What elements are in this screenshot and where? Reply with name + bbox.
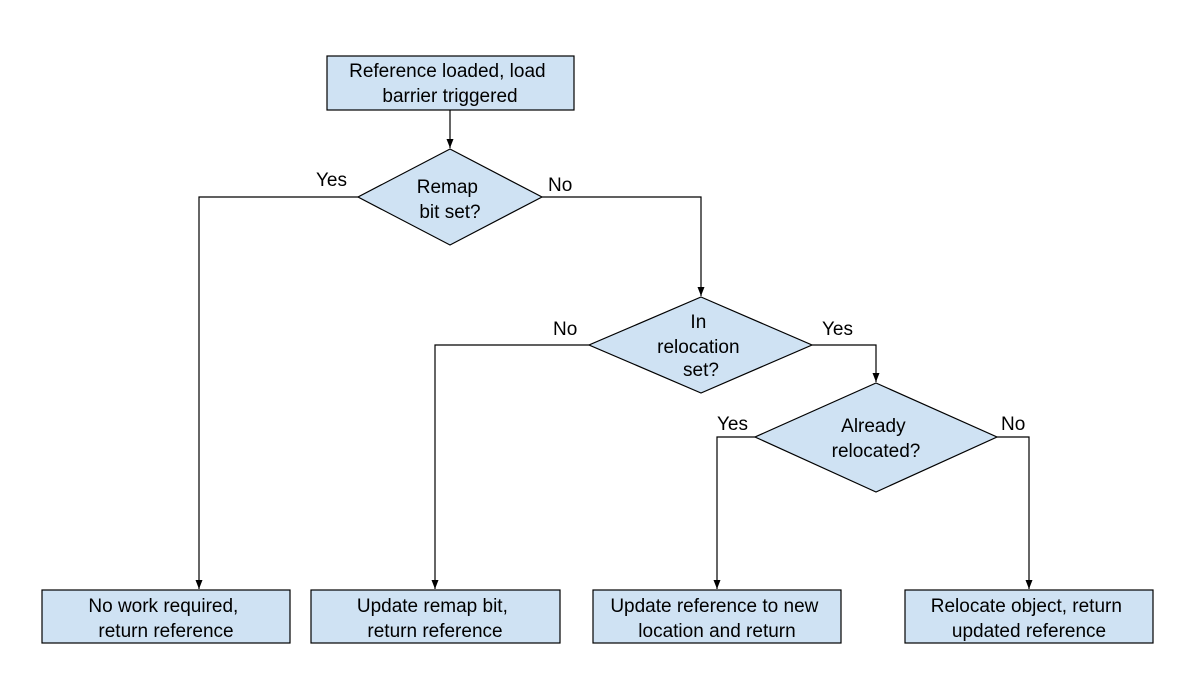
relocate-object-text: Relocate object, return updated referenc… xyxy=(931,596,1127,642)
update-reference-line-2: location and return xyxy=(638,621,795,642)
start-line-1: Reference loaded, load xyxy=(349,61,545,82)
start-box xyxy=(326,55,575,111)
update-remap-text: Update remap bit, return reference xyxy=(357,596,513,642)
update-remap-box xyxy=(310,589,561,644)
node-relocation-decision: In relocation set? xyxy=(587,296,814,394)
node-no-work: No work required, return reference xyxy=(41,589,291,644)
node-update-reference: Update reference to new location and ret… xyxy=(592,589,842,644)
label-remap-yes: Yes xyxy=(316,170,347,191)
edges xyxy=(195,110,1033,589)
no-work-line-2: return reference xyxy=(98,621,233,642)
edge-remap-no-to-relocation xyxy=(542,196,705,296)
already-line-2: relocated? xyxy=(832,441,921,462)
relocation-decision-text: In relocation set? xyxy=(657,312,745,381)
already-line-1: Already xyxy=(841,416,906,437)
edge-labels: Yes No No Yes Yes No xyxy=(316,170,1025,435)
relocation-line-3: set? xyxy=(683,360,719,381)
label-already-yes: Yes xyxy=(717,414,748,435)
no-work-box xyxy=(41,589,291,644)
edge-remap-yes-to-no-work xyxy=(195,196,358,589)
remap-line-2: bit set? xyxy=(419,202,480,223)
remap-decision-diamond xyxy=(356,148,544,246)
node-already-decision: Already relocated? xyxy=(753,382,999,493)
relocate-object-box xyxy=(904,589,1154,644)
node-update-remap: Update remap bit, return reference xyxy=(310,589,561,644)
label-relocation-yes: Yes xyxy=(822,319,853,340)
remap-decision-text: Remap bit set? xyxy=(417,177,484,223)
label-remap-no: No xyxy=(548,175,572,196)
node-remap-decision: Remap bit set? xyxy=(356,148,544,246)
no-work-line-1: No work required, xyxy=(88,596,238,617)
edge-already-yes-to-update-reference xyxy=(713,436,755,589)
update-remap-line-1: Update remap bit, xyxy=(357,596,508,617)
label-already-no: No xyxy=(1001,414,1025,435)
edge-relocation-no-to-update-remap xyxy=(431,344,589,589)
edge-relocation-yes-to-already xyxy=(812,344,880,382)
relocation-line-2: relocation xyxy=(657,337,739,358)
relocation-decision-diamond xyxy=(587,296,814,394)
no-work-text: No work required, return reference xyxy=(88,596,243,642)
update-remap-line-2: return reference xyxy=(367,621,502,642)
relocate-object-line-2: updated reference xyxy=(952,621,1106,642)
start-line-2: barrier triggered xyxy=(382,86,517,107)
update-reference-text: Update reference to new location and ret… xyxy=(610,596,823,642)
start-text: Reference loaded, load barrier triggered xyxy=(349,61,551,107)
relocate-object-line-1: Relocate object, return xyxy=(931,596,1122,617)
edge-already-no-to-relocate-object xyxy=(997,436,1033,589)
update-reference-line-1: Update reference to new xyxy=(610,596,818,617)
relocation-line-1: In xyxy=(690,312,706,333)
node-relocate-object: Relocate object, return updated referenc… xyxy=(904,589,1154,644)
already-decision-diamond xyxy=(753,382,999,493)
label-relocation-no: No xyxy=(553,319,577,340)
already-decision-text: Already relocated? xyxy=(832,416,921,462)
remap-line-1: Remap xyxy=(417,177,478,198)
node-start: Reference loaded, load barrier triggered xyxy=(326,55,575,111)
update-reference-box xyxy=(592,589,842,644)
